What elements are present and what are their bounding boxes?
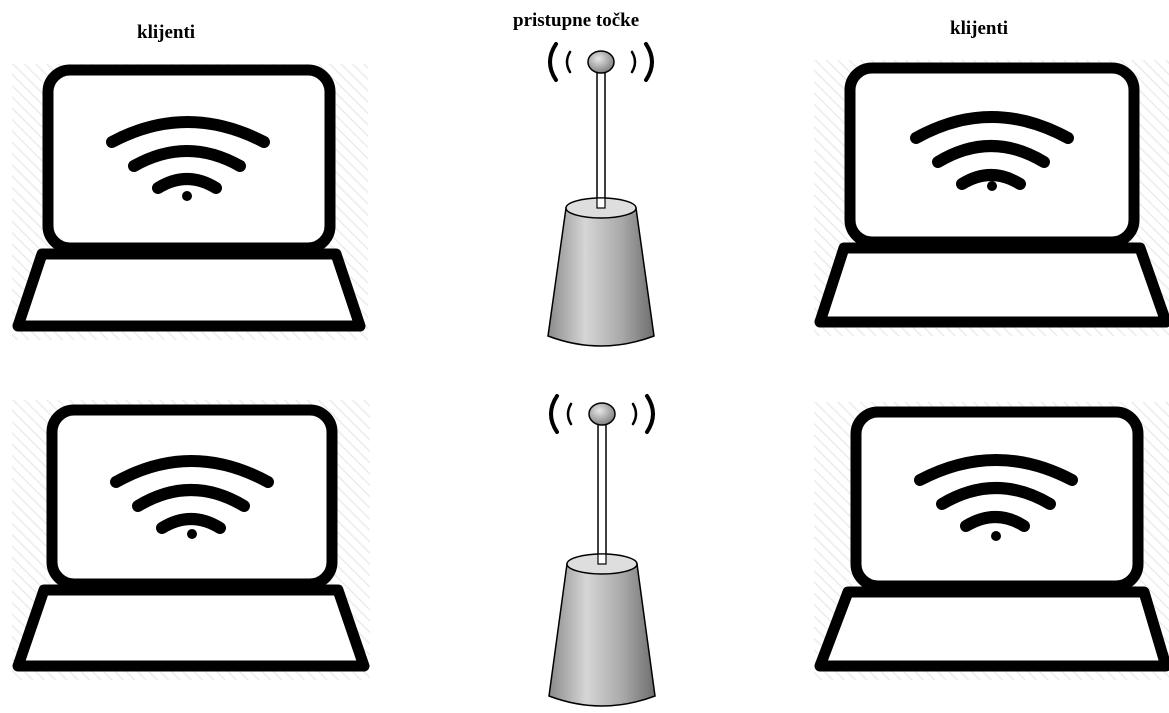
laptop-top-left: [12, 64, 368, 340]
wifi-icon: [910, 111, 1074, 191]
access-points-label: pristupne točke: [513, 10, 640, 31]
laptop-top-right: [814, 60, 1169, 336]
access-point-bottom: [548, 394, 656, 707]
signal-waves-icon: [549, 394, 655, 434]
clients-left-label: klijenti: [137, 22, 196, 43]
laptop-bottom-right: [814, 402, 1169, 680]
signal-waves-icon: [548, 42, 654, 82]
laptop-bottom-left: [12, 400, 370, 680]
clients-right-label: klijenti: [950, 18, 1009, 39]
wifi-icon: [914, 454, 1078, 541]
access-point-top: [547, 42, 655, 347]
wifi-icon: [106, 116, 270, 201]
wifi-icon: [110, 455, 274, 539]
